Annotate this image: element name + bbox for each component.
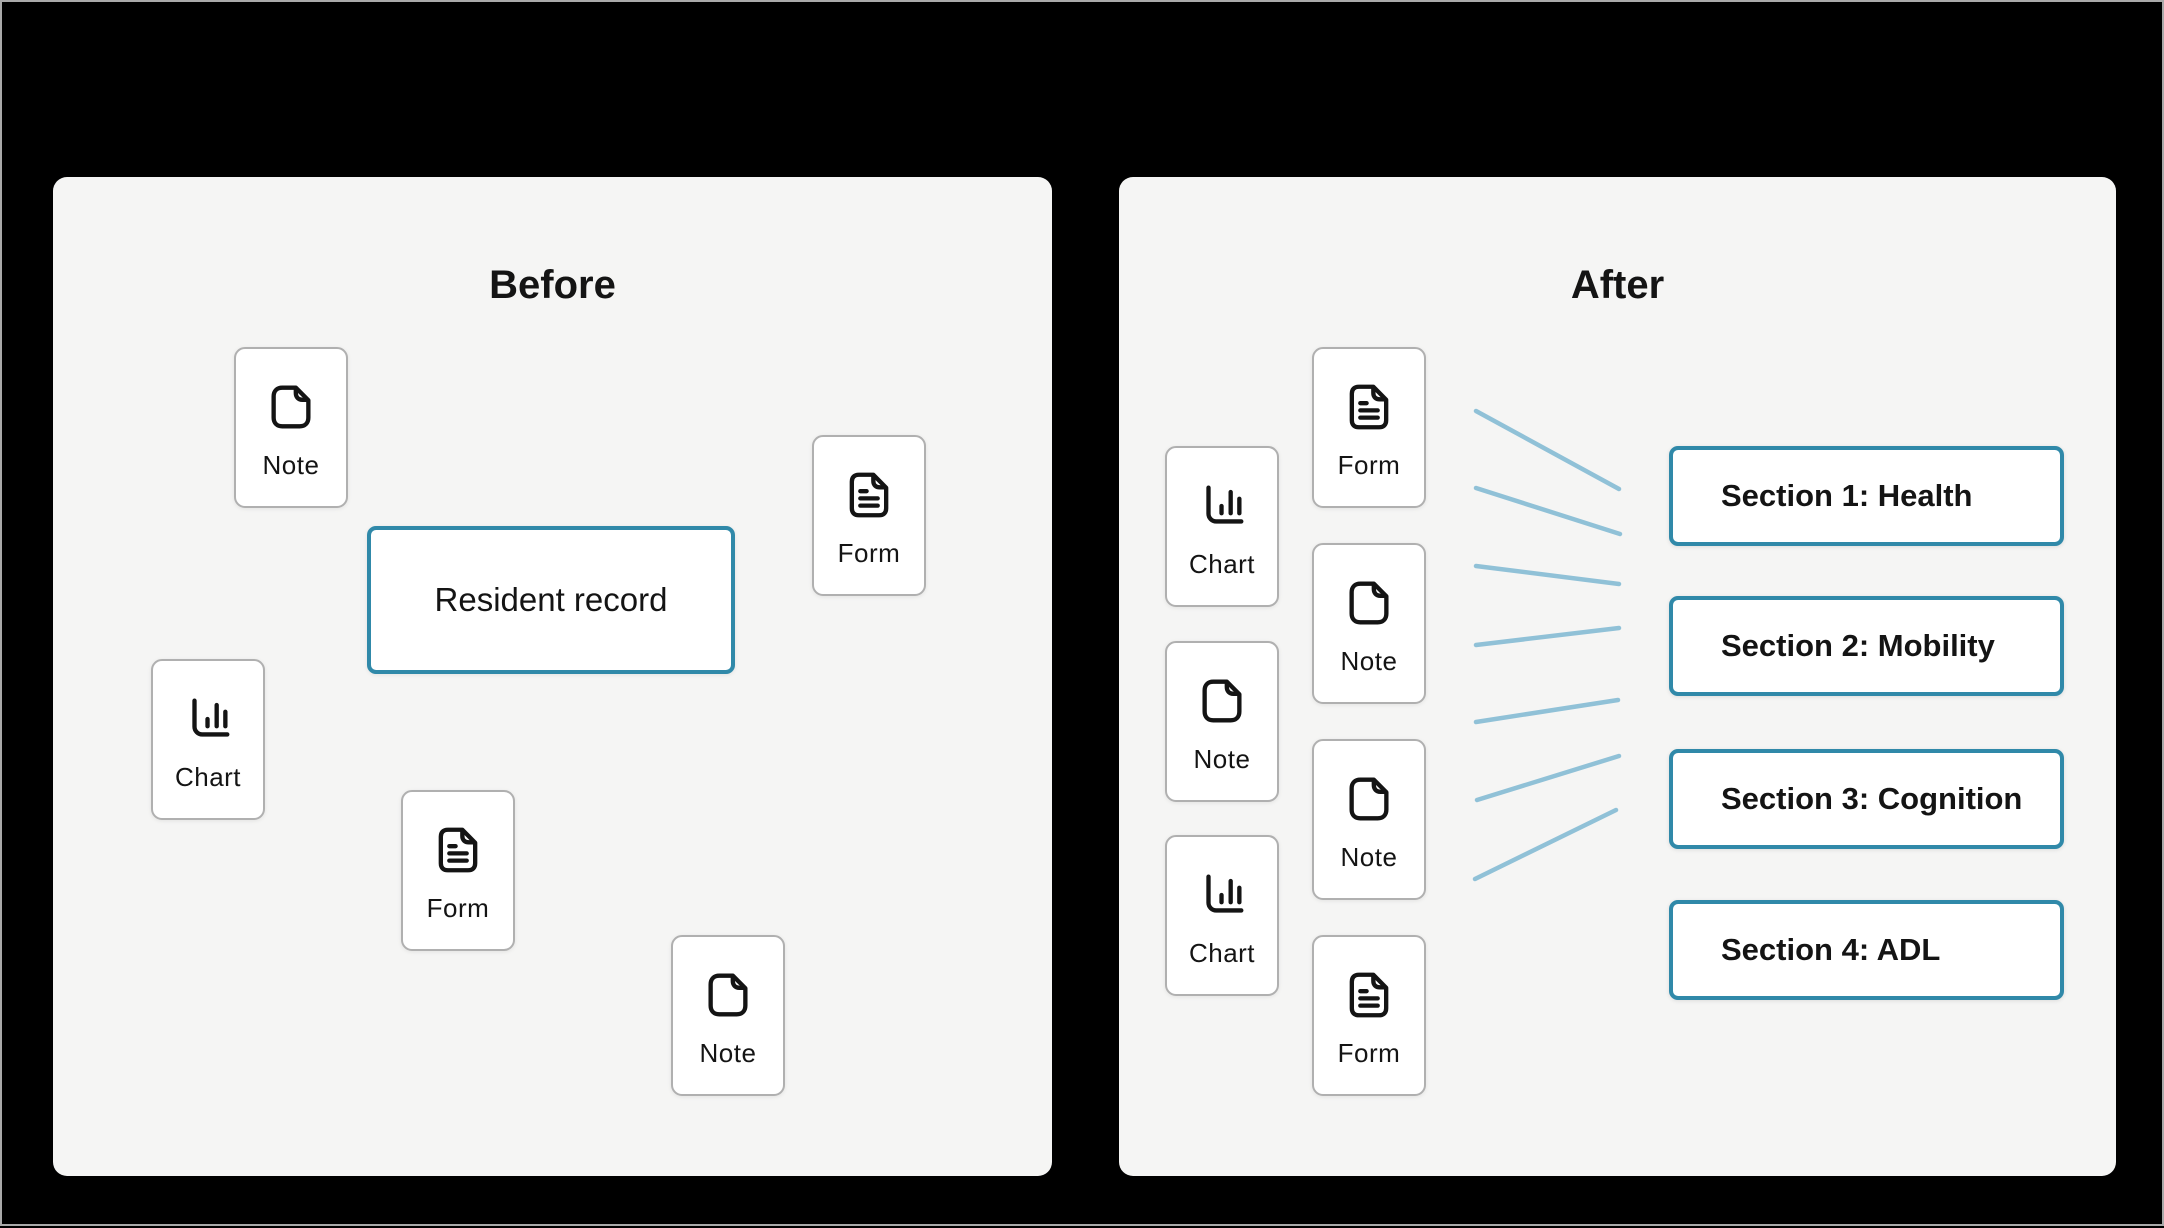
form-icon — [1342, 380, 1396, 434]
before-panel: Before Note Form Chart Form Note Residen… — [53, 177, 1052, 1176]
section-label: Section 4: ADL — [1721, 932, 1941, 967]
card-note: Note — [234, 347, 348, 508]
card-label: Note — [699, 1038, 757, 1068]
card-form: Form — [1312, 935, 1426, 1096]
card-chart: Chart — [1165, 446, 1279, 607]
card-label: Chart — [174, 762, 242, 792]
card-chart: Chart — [1165, 835, 1279, 996]
note-icon — [264, 380, 318, 434]
card-form: Form — [401, 790, 515, 951]
section-box-mobility: Section 2: Mobility — [1669, 596, 2064, 696]
card-note: Note — [671, 935, 785, 1096]
card-label: Note — [262, 450, 320, 480]
card-label: Note — [1193, 744, 1251, 774]
card-label: Chart — [1188, 549, 1256, 579]
resident-record-label: Resident record — [434, 581, 668, 618]
chart-icon — [1195, 868, 1249, 922]
card-form: Form — [1312, 347, 1426, 508]
note-icon — [1195, 674, 1249, 728]
after-panel: After Chart Note Chart Form Note Note Fo… — [1119, 177, 2116, 1176]
form-icon — [1342, 968, 1396, 1022]
note-icon — [1342, 576, 1396, 630]
note-icon — [701, 968, 755, 1022]
card-chart: Chart — [151, 659, 265, 820]
resident-record-box: Resident record — [367, 526, 735, 674]
card-label: Form — [1337, 1038, 1401, 1068]
form-icon — [431, 823, 485, 877]
chart-icon — [1195, 479, 1249, 533]
section-label: Section 1: Health — [1721, 478, 1973, 513]
card-label: Form — [837, 538, 901, 568]
after-title: After — [1570, 263, 1665, 307]
card-form: Form — [812, 435, 926, 596]
card-label: Form — [1337, 450, 1401, 480]
section-box-adl: Section 4: ADL — [1669, 900, 2064, 1000]
section-label: Section 2: Mobility — [1721, 628, 1995, 663]
section-label: Section 3: Cognition — [1721, 781, 2023, 816]
chart-icon — [181, 692, 235, 746]
card-label: Note — [1340, 842, 1398, 872]
note-icon — [1342, 772, 1396, 826]
card-note: Note — [1312, 739, 1426, 900]
card-label: Note — [1340, 646, 1398, 676]
card-label: Chart — [1188, 938, 1256, 968]
form-icon — [842, 468, 896, 522]
card-note: Note — [1165, 641, 1279, 802]
card-label: Form — [426, 893, 490, 923]
section-box-health: Section 1: Health — [1669, 446, 2064, 546]
card-note: Note — [1312, 543, 1426, 704]
section-box-cognition: Section 3: Cognition — [1669, 749, 2064, 849]
before-title: Before — [489, 263, 616, 307]
